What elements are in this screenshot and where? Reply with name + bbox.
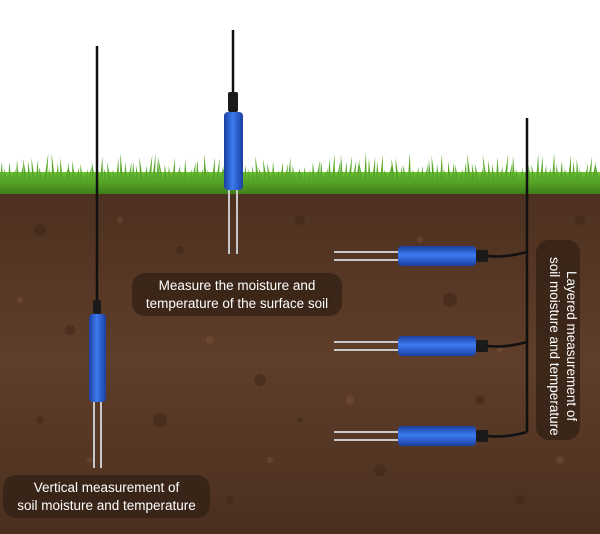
grass-icon bbox=[0, 152, 600, 194]
soil-moisture-probe-icon bbox=[398, 336, 476, 356]
layered-measurement-label-line1: Layered measurement of bbox=[564, 270, 579, 422]
layered-probe-top bbox=[334, 246, 528, 266]
surface-soil-label-line2: temperature of the surface soil bbox=[145, 296, 329, 311]
soil-highlights bbox=[17, 217, 564, 464]
layered-measurement-label-line2: soil moisture and temperature bbox=[547, 256, 562, 436]
layered-probe-bottom bbox=[334, 426, 528, 446]
surface-soil-label: Measure the moisture and temperature of … bbox=[132, 273, 342, 316]
soil-texture bbox=[34, 215, 585, 505]
soil-moisture-probe-icon bbox=[398, 246, 476, 266]
soil-moisture-probe-icon bbox=[89, 314, 106, 402]
vertical-probe bbox=[89, 46, 106, 468]
layered-probe-middle bbox=[334, 336, 528, 356]
layered-probes bbox=[334, 118, 529, 446]
soil-moisture-probe-icon bbox=[224, 112, 243, 190]
soil-moisture-probe-icon bbox=[398, 426, 476, 446]
vertical-measurement-label-line1: Vertical measurement of bbox=[33, 480, 180, 495]
vertical-measurement-label: Vertical measurement of soil moisture an… bbox=[3, 475, 210, 518]
vertical-measurement-label-line2: soil moisture and temperature bbox=[17, 498, 196, 513]
surface-probe bbox=[224, 30, 243, 254]
layered-measurement-label: Layered measurement of soil moisture and… bbox=[536, 240, 580, 440]
surface-soil-label-line1: Measure the moisture and bbox=[158, 278, 316, 293]
